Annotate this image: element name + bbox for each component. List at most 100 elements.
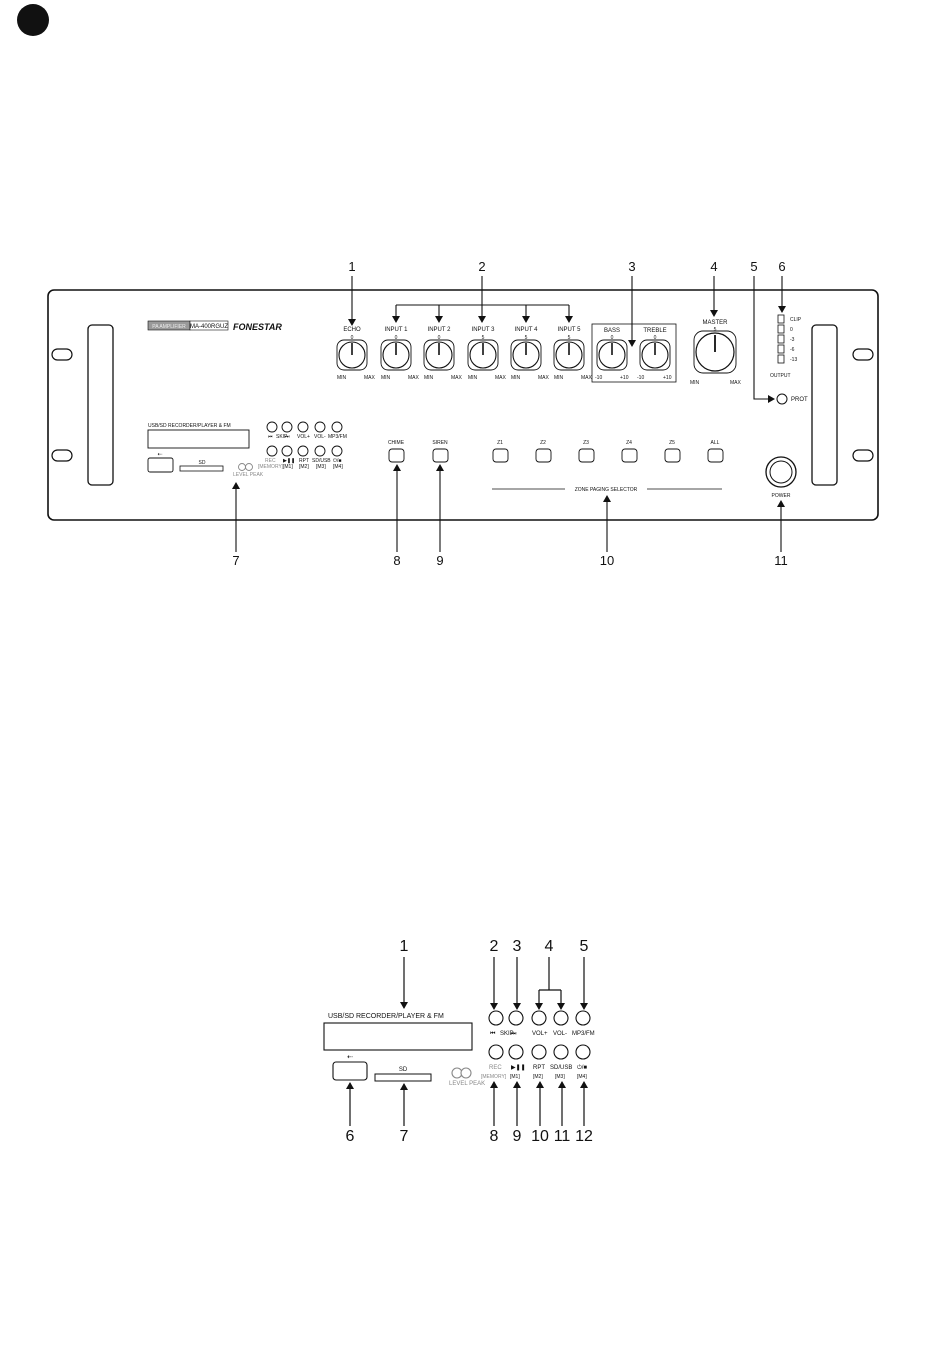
meter-segment <box>777 354 785 364</box>
detail-repeat-button[interactable] <box>531 1044 547 1060</box>
detail-sd-usb-button[interactable] <box>553 1044 569 1060</box>
play-pause-icon: ▶❚❚ <box>283 458 295 464</box>
treble-label: TREBLE <box>643 328 666 334</box>
bass-knob[interactable] <box>596 339 628 371</box>
model-plate <box>189 320 229 331</box>
detail-sd-slot[interactable] <box>374 1073 432 1082</box>
max-label: MAX <box>581 375 593 381</box>
usb-port[interactable] <box>147 457 174 473</box>
brand-logo: FONESTAR <box>233 322 282 332</box>
master-knob[interactable] <box>693 330 737 374</box>
zone4-button[interactable] <box>621 448 638 463</box>
callout-number: 2 <box>478 259 485 274</box>
callout-number: 10 <box>600 553 614 568</box>
sd-label: SD <box>199 460 206 466</box>
detail-rec-label: REC <box>489 1065 502 1071</box>
zone3-button[interactable] <box>578 448 595 463</box>
rpt-label: RPT <box>299 458 309 464</box>
input5-label: INPUT 5 <box>558 327 582 333</box>
scale-mark: 5 <box>482 335 485 341</box>
front-panel: PA AMPLIFIER MA-400RGUZ FONESTAR ECHO IN… <box>47 289 879 521</box>
page-corner-bullet <box>17 4 49 36</box>
callout-number: 6 <box>778 259 785 274</box>
prev-button[interactable] <box>266 421 278 433</box>
module-title: USB/SD RECORDER/PLAYER & FM <box>148 423 231 429</box>
detail-usb-port[interactable] <box>332 1061 368 1081</box>
max-label: MAX <box>408 375 420 381</box>
level-peak-label: LEVEL PEAK <box>233 472 264 478</box>
callout-number: 4 <box>545 938 554 955</box>
input1-label: INPUT 1 <box>385 327 409 333</box>
protection-led <box>776 393 788 405</box>
callout-number: 7 <box>400 1128 409 1145</box>
meter-segment <box>777 334 785 344</box>
all-zones-button[interactable] <box>707 448 724 463</box>
zone2-button[interactable] <box>535 448 552 463</box>
detail-play-pause-button[interactable] <box>508 1044 524 1060</box>
repeat-button[interactable] <box>297 445 309 457</box>
chime-button[interactable] <box>388 448 405 463</box>
callout-number: 8 <box>393 553 400 568</box>
sd-usb-button[interactable] <box>314 445 326 457</box>
min-label: MIN <box>690 380 700 386</box>
vol-up-button[interactable] <box>297 421 309 433</box>
input2-knob[interactable] <box>423 339 455 371</box>
siren-button[interactable] <box>432 448 449 463</box>
scale-mark: 0 <box>611 335 614 341</box>
input2-label: INPUT 2 <box>428 327 452 333</box>
min-label: MIN <box>381 375 391 381</box>
vol-down-button[interactable] <box>314 421 326 433</box>
zone5-button[interactable] <box>664 448 681 463</box>
rec-button[interactable] <box>266 445 278 457</box>
sd-card-slot[interactable] <box>179 465 224 472</box>
detail-rec-button[interactable] <box>488 1044 504 1060</box>
zone-selector-label-bg <box>565 484 647 493</box>
meter-label: -3 <box>790 337 795 343</box>
meter-label: -6 <box>790 347 795 353</box>
detail-prev-button[interactable] <box>488 1010 504 1026</box>
scale-mark: 0 <box>654 335 657 341</box>
meter-label: -13 <box>790 357 797 363</box>
display-window <box>147 429 250 449</box>
input5-knob[interactable] <box>553 339 585 371</box>
power-stop-icon: ⏻/■ <box>333 458 341 464</box>
callout-number: 11 <box>774 553 788 568</box>
play-pause-button[interactable] <box>281 445 293 457</box>
callout-number: 10 <box>531 1128 549 1145</box>
detail-memory-key: [M3] <box>555 1074 565 1080</box>
treble-knob[interactable] <box>639 339 671 371</box>
callout-number: 3 <box>628 259 635 274</box>
input3-label: INPUT 3 <box>472 327 496 333</box>
next-button[interactable] <box>281 421 293 433</box>
scale-mark: 0 <box>395 335 398 341</box>
input4-knob[interactable] <box>510 339 542 371</box>
skip-label: SKIP <box>276 434 288 440</box>
scale-mark: 0 <box>438 335 441 341</box>
echo-knob[interactable] <box>336 339 368 371</box>
detail-vol-minus-label: VOL- <box>553 1031 567 1037</box>
detail-mp3-fm-button[interactable] <box>575 1010 591 1026</box>
callout-number: 8 <box>490 1128 499 1145</box>
detail-vol-up-button[interactable] <box>531 1010 547 1026</box>
detail-peak-led <box>460 1067 472 1079</box>
input3-knob[interactable] <box>467 339 499 371</box>
tone-max-label: +10 <box>620 375 629 381</box>
input1-knob[interactable] <box>380 339 412 371</box>
detail-vol-down-button[interactable] <box>553 1010 569 1026</box>
left-rack-handle <box>87 324 114 486</box>
scale-mark: 5 <box>714 327 717 333</box>
memory-key: [M1] <box>283 464 293 470</box>
min-label: MIN <box>554 375 564 381</box>
detail-memory-label: [MEMORY] <box>481 1074 507 1080</box>
mp3-fm-button[interactable] <box>331 421 343 433</box>
min-label: MIN <box>468 375 478 381</box>
meter-segment <box>777 344 785 354</box>
detail-power-stop-button[interactable] <box>575 1044 591 1060</box>
callout-number: 4 <box>710 259 717 274</box>
echo-label: ECHO <box>343 327 361 333</box>
detail-next-button[interactable] <box>508 1010 524 1026</box>
detail-play-pause-icon: ▶❚❚ <box>511 1064 526 1071</box>
zone1-button[interactable] <box>492 448 509 463</box>
power-stop-button[interactable] <box>331 445 343 457</box>
memory-label: [MEMORY] <box>258 464 284 470</box>
